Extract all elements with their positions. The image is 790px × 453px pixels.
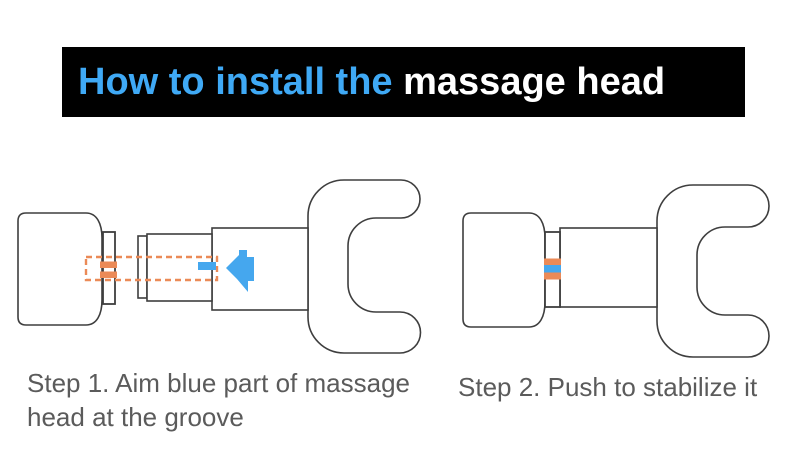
step1-caption: Step 1. Aim blue part of massage head at…	[27, 368, 410, 432]
massage-head-shape	[462, 212, 546, 328]
stripe-orange-bottom	[544, 272, 561, 280]
shaft	[559, 227, 658, 308]
collar-ring	[137, 235, 148, 299]
page-title: How to install the massage head	[78, 63, 665, 101]
page-title-rest: massage head	[403, 61, 666, 103]
groove-dashed-outline	[84, 255, 219, 282]
stripe-blue	[544, 265, 561, 273]
alignment-mark-top	[100, 261, 117, 268]
stripe-orange-top	[544, 258, 561, 265]
step2-caption: Step 2. Push to stabilize it	[458, 372, 758, 402]
step1-illustration	[17, 179, 422, 354]
title-banner: How to install the massage head	[62, 47, 745, 117]
alignment-mark-bottom	[100, 271, 117, 278]
arrow-left-icon	[226, 250, 254, 292]
massager-body-shape	[307, 179, 422, 354]
page-title-highlight: How to install the	[78, 61, 404, 103]
step2-illustration	[462, 184, 770, 358]
adapter-socket	[211, 227, 309, 311]
blue-key-tab	[198, 262, 216, 270]
massager-body-shape	[656, 184, 770, 358]
massage-head-shape	[17, 212, 103, 326]
